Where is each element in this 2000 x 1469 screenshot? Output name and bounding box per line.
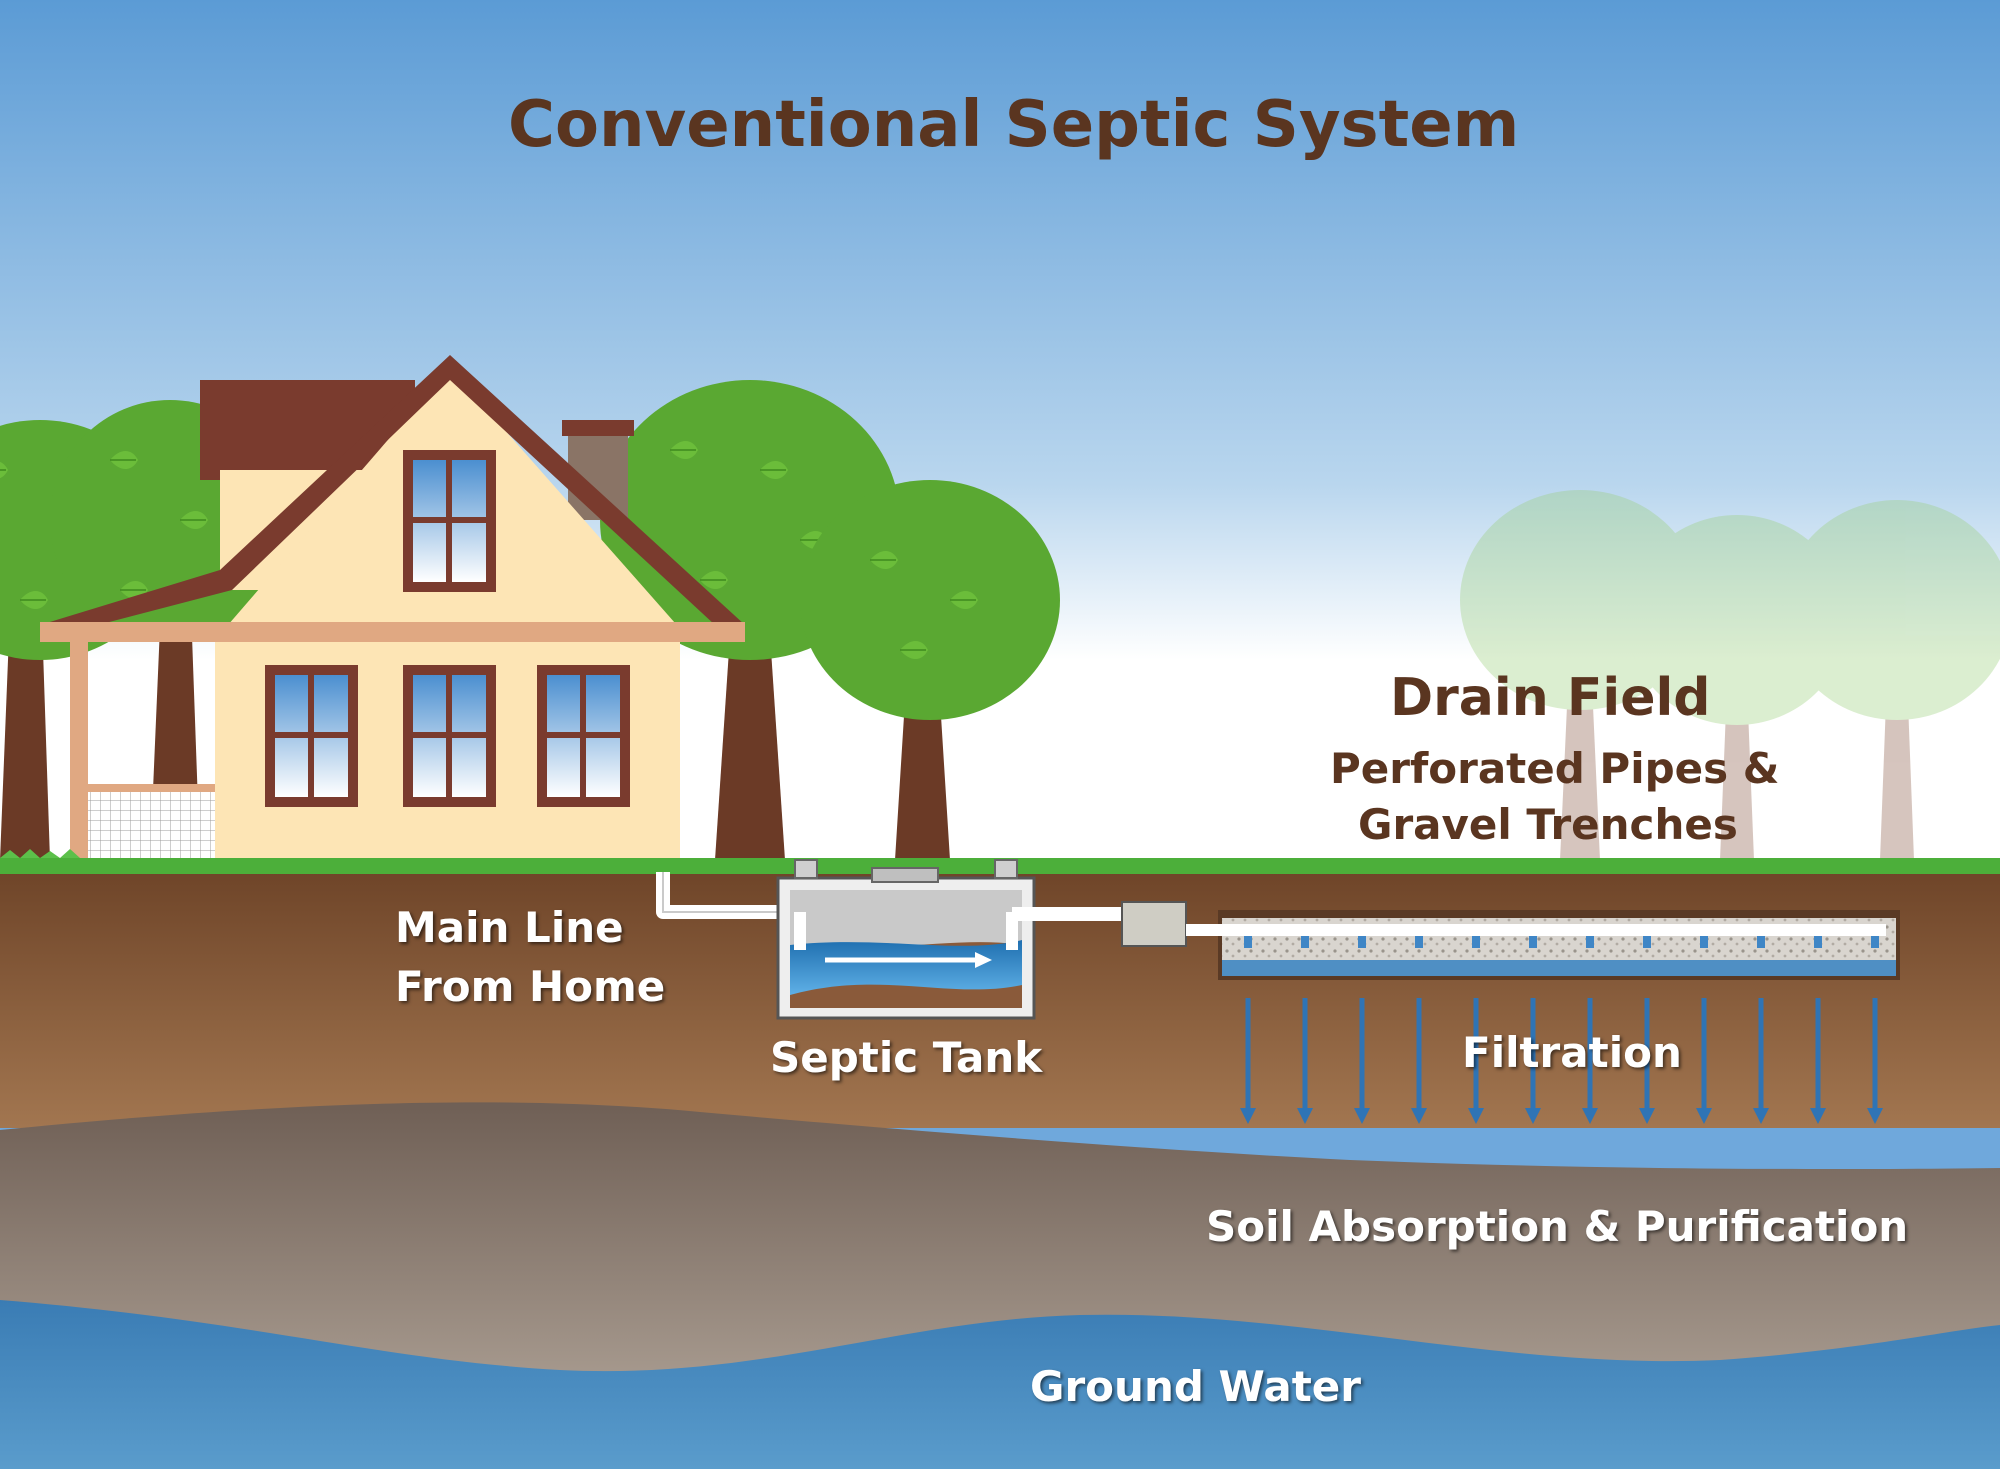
down-arrow-icon (1468, 998, 1484, 1124)
drain-field-label: Drain Field (1390, 668, 1711, 728)
window-upper (403, 450, 496, 592)
soil-absorption-label: Soil Absorption & Purification (1206, 1202, 1909, 1251)
filtration-arrows (1240, 998, 1883, 1124)
tree-icon (1782, 500, 2000, 860)
down-arrow-icon (1525, 998, 1541, 1124)
main-line-label-1: Main Line (395, 903, 624, 952)
window-middle (403, 665, 496, 807)
down-arrow-icon (1639, 998, 1655, 1124)
down-arrow-icon (1696, 998, 1712, 1124)
septic-tank-label: Septic Tank (770, 1033, 1043, 1082)
diagram-title: Conventional Septic System (508, 88, 1520, 162)
main-line-label-2: From Home (395, 962, 666, 1011)
window-left (265, 665, 358, 807)
down-arrow-icon (1411, 998, 1427, 1124)
tree-icon (800, 480, 1060, 860)
perforated-pipe-icon (1186, 910, 1900, 980)
filtration-label: Filtration (1462, 1028, 1682, 1077)
distribution-box (1121, 901, 1187, 947)
background-trees (1460, 490, 2000, 860)
down-arrow-icon (1582, 998, 1598, 1124)
main-line-pipe (656, 872, 800, 919)
septic-tank-icon (776, 859, 1036, 1020)
ground-water-layer (0, 1300, 2000, 1469)
ground-water-label: Ground Water (1030, 1362, 1361, 1411)
window-right (537, 665, 630, 807)
house-icon (40, 355, 745, 860)
down-arrow-icon (1867, 998, 1883, 1124)
down-arrow-icon (1810, 998, 1826, 1124)
down-arrow-icon (1753, 998, 1769, 1124)
drain-field-sub-label-2: Gravel Trenches (1358, 800, 1738, 849)
tree-icon (1627, 515, 1847, 860)
tree-icon (1460, 490, 1700, 860)
down-arrow-icon (1297, 998, 1313, 1124)
drain-field-sub-label-1: Perforated Pipes & (1330, 744, 1780, 793)
down-arrow-icon (1240, 998, 1256, 1124)
down-arrow-icon (1354, 998, 1370, 1124)
